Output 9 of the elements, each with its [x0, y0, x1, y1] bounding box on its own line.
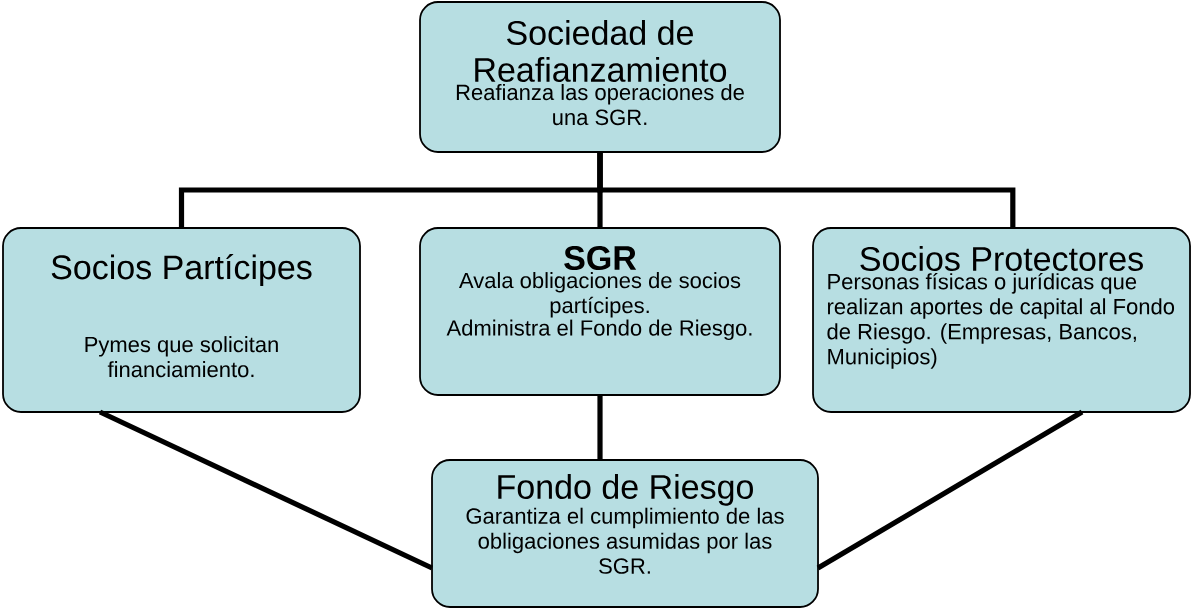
rounded-box: Socios Protectores Personas físicas o jurídicas que realizan aportes de capital al Fondo de Riesgo. (Empresas, Bancos, Municipios) — [812, 227, 1191, 413]
connector-line — [597, 395, 603, 460]
rounded-box: SGR Avala obligaciones de socios partícipes. Administra el Fondo de Riesgo. — [419, 227, 781, 396]
rounded-box: Sociedad de Reafianzamiento Reafianza las operaciones de una SGR. — [419, 1, 781, 153]
connector-line — [98, 409, 434, 571]
connector-line — [597, 152, 1016, 228]
rounded-box: Socios Partícipes Pymes que solicitan financiamiento. — [2, 227, 361, 413]
connector-line — [816, 409, 1084, 571]
rounded-box: Fondo de Riesgo Garantiza el cumplimiento de las obligaciones asumidas por las SGR. — [431, 459, 819, 608]
